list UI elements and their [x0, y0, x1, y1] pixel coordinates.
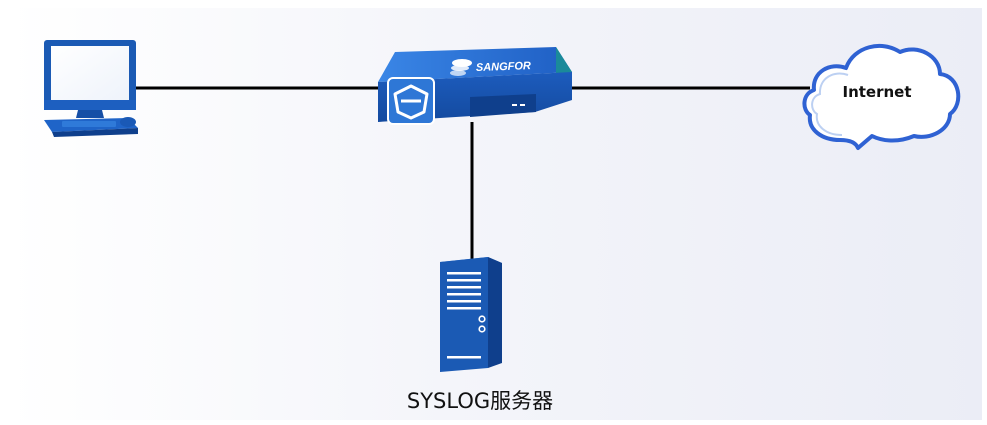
- cloud-icon: Internet: [802, 43, 961, 150]
- server-label: SYSLOG服务器: [406, 389, 554, 413]
- desktop-computer-icon: [44, 40, 138, 137]
- server-tower-icon: [440, 257, 502, 372]
- cloud-label: Internet: [842, 83, 911, 101]
- brand-label: SANGFOR: [476, 60, 531, 74]
- sangfor-logo-mark: [450, 59, 472, 76]
- firewall-appliance-icon: SANGFOR: [378, 47, 572, 125]
